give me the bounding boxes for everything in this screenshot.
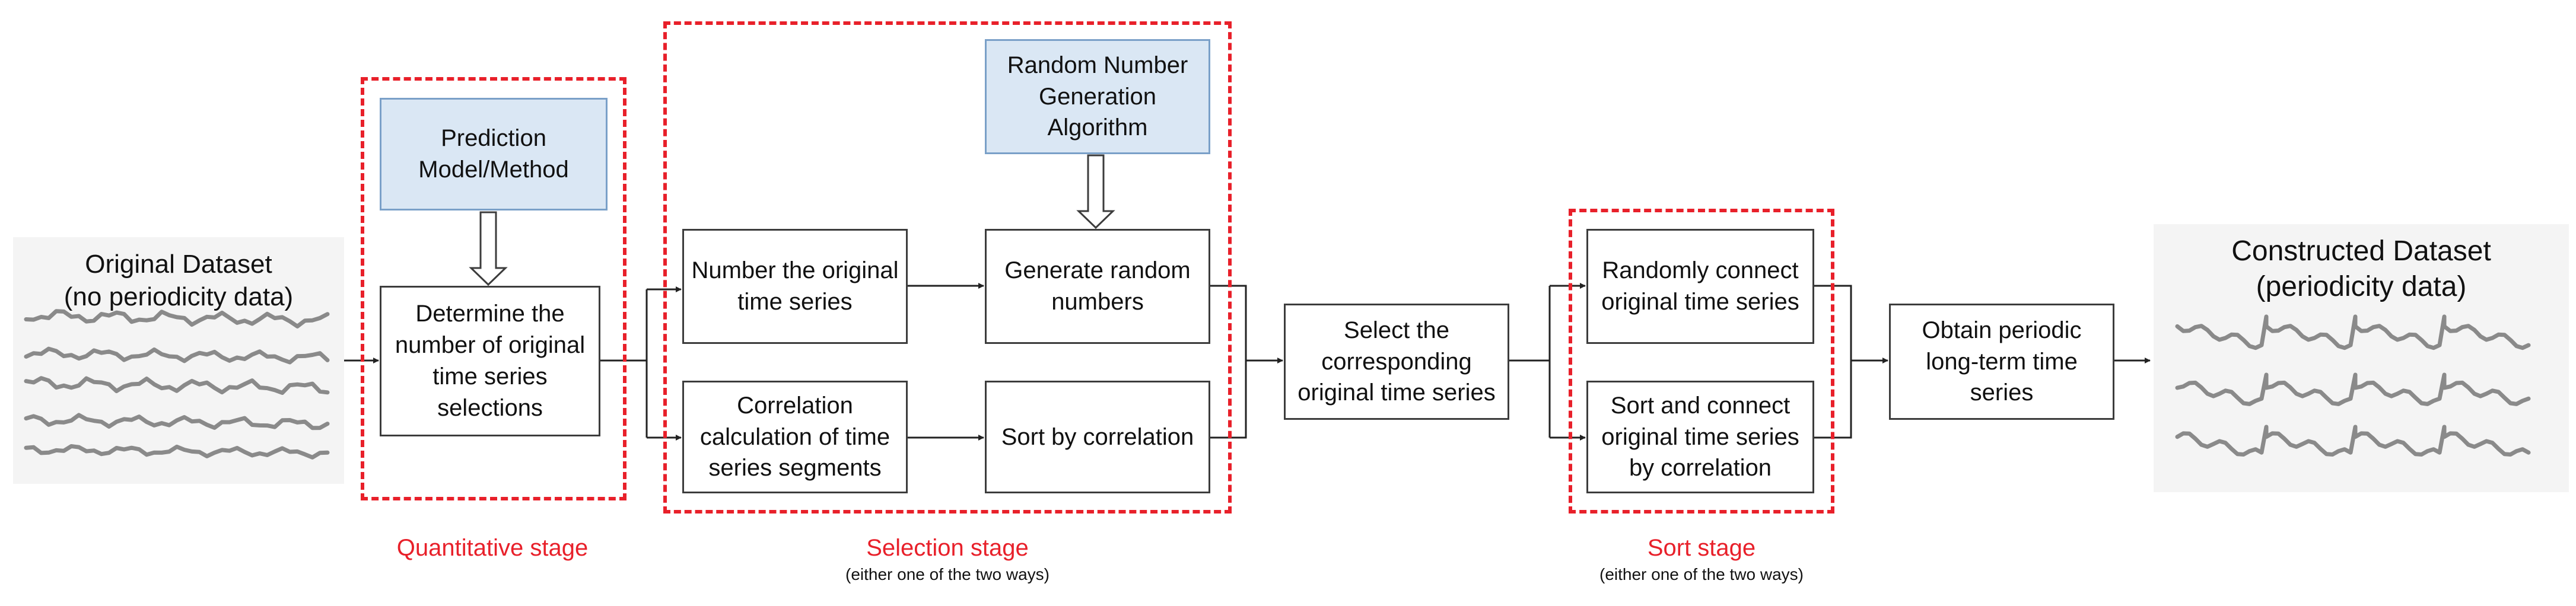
original-series-line xyxy=(24,346,330,365)
constructed-series-line xyxy=(2175,425,2531,457)
number-series-box: Number the original time series xyxy=(682,229,908,344)
generate-random-box: Generate random numbers xyxy=(985,229,1210,344)
quantitative-stage-label: Quantitative stage xyxy=(396,535,589,561)
selection-stage-label: Selection stage xyxy=(866,535,1029,561)
sort-connect-box: Sort and connect original time series by… xyxy=(1586,381,1814,493)
constructed-series-line xyxy=(2175,372,2531,406)
correlation-calculation-box: Correlation calculation of time series s… xyxy=(682,381,908,493)
sort-stage-sublabel: (either one of the two ways) xyxy=(1599,565,1804,583)
quantitative-stage-box xyxy=(361,77,626,500)
original-series-line xyxy=(24,309,330,328)
original-series-lines xyxy=(24,309,330,460)
original-dataset-panel: Original Dataset (no periodicity data) xyxy=(13,237,344,484)
select-corresponding-box: Select the corresponding original time s… xyxy=(1284,304,1509,420)
original-series-line xyxy=(24,376,330,395)
selection-stage-sublabel: (either one of the two ways) xyxy=(845,565,1050,583)
sort-stage-label: Sort stage xyxy=(1647,535,1756,561)
determine-number-box: Determine the number of original time se… xyxy=(380,286,600,436)
selection-stage-box xyxy=(663,21,1232,513)
random-number-algorithm-box: Random Number Generation Algorithm xyxy=(985,39,1210,154)
hollow-arrow-random-algo xyxy=(1076,154,1115,229)
constructed-dataset-panel: Constructed Dataset (periodicity data) xyxy=(2154,224,2569,492)
hollow-arrow-prediction xyxy=(469,211,508,286)
prediction-model-box: Prediction Model/Method xyxy=(380,98,608,210)
obtain-periodic-box: Obtain periodic long-term time series xyxy=(1889,304,2114,420)
constructed-series-line xyxy=(2175,314,2531,350)
constructed-series-lines xyxy=(2175,314,2531,457)
random-connect-box: Randomly connect original time series xyxy=(1586,229,1814,344)
original-series-line xyxy=(24,444,330,460)
constructed-dataset-title: Constructed Dataset (periodicity data) xyxy=(2231,235,2491,302)
sort-by-correlation-box: Sort by correlation xyxy=(985,381,1210,493)
original-dataset-title: Original Dataset (no periodicity data) xyxy=(63,250,294,311)
original-series-line xyxy=(24,413,330,430)
sort-stage-box xyxy=(1569,209,1834,513)
